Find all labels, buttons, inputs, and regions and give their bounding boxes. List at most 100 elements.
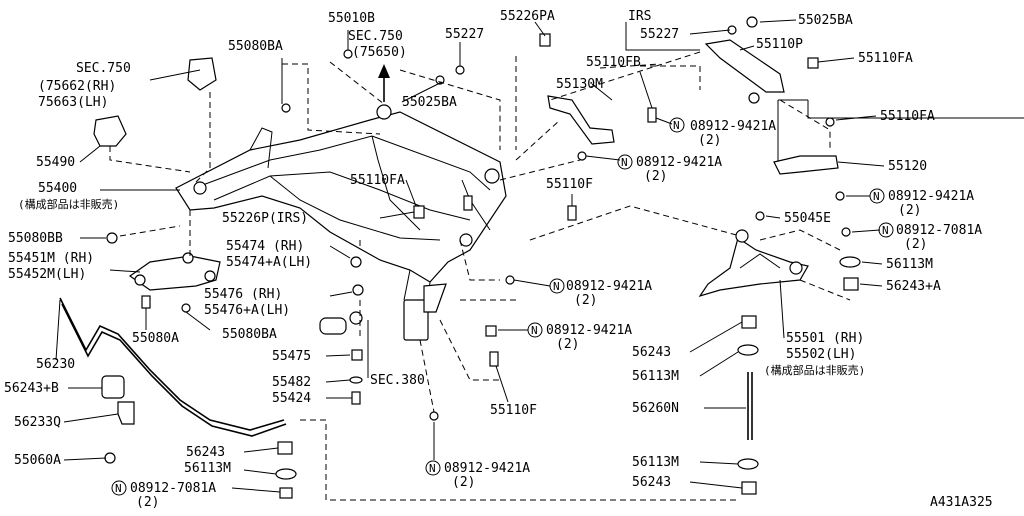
part-label-55080BA-top: 55080BA bbox=[228, 39, 283, 54]
n-marker-circle-icon bbox=[878, 222, 894, 238]
part-label-sec750b: SEC.750 bbox=[76, 61, 131, 76]
part-label-55120: 55120 bbox=[888, 159, 927, 174]
stabilizer-bar bbox=[59, 297, 287, 464]
part-label-56243-left: 56243 bbox=[186, 445, 225, 460]
n-marker-n5: N bbox=[549, 278, 565, 294]
n-marker-n7: N bbox=[425, 460, 441, 476]
part-label-55400: 55400 bbox=[38, 181, 77, 196]
part-label-56243B: 56243+B bbox=[4, 381, 59, 396]
n-marker-n4: N bbox=[878, 222, 894, 238]
part-label-55476: 55476 (RH) bbox=[204, 287, 282, 302]
n-marker-glyph: N bbox=[553, 280, 560, 293]
part-label-56260N: 56260N bbox=[632, 401, 679, 416]
part-label-75663: 75663(LH) bbox=[38, 95, 108, 110]
part-label-08912-7081A-right-q: (2) bbox=[904, 237, 927, 252]
part-label-56113M-r2: 56113M bbox=[632, 369, 679, 384]
n-marker-glyph: N bbox=[531, 324, 538, 337]
part-label-08912-9421A-6q: (2) bbox=[452, 475, 475, 490]
n-marker-circle-icon bbox=[527, 322, 543, 338]
part-label-55226P: 55226P(IRS) bbox=[222, 211, 308, 226]
part-label-56113M-r3: 56113M bbox=[632, 455, 679, 470]
n-marker-circle-icon bbox=[425, 460, 441, 476]
part-label-55490: 55490 bbox=[36, 155, 75, 170]
n-marker-glyph: N bbox=[873, 190, 880, 203]
part-label-55025BA-top: 55025BA bbox=[798, 13, 853, 28]
n-marker-glyph: N bbox=[882, 224, 889, 237]
n-marker-circle-icon bbox=[869, 188, 885, 204]
n-marker-glyph: N bbox=[621, 156, 628, 169]
part-label-08912-9421A-3q: (2) bbox=[898, 203, 921, 218]
part-label-55424: 55424 bbox=[272, 391, 311, 406]
n-marker-n6: N bbox=[527, 322, 543, 338]
n-marker-n8: N bbox=[111, 480, 127, 496]
n-marker-circle-icon bbox=[111, 480, 127, 496]
n-marker-circle-icon bbox=[549, 278, 565, 294]
part-label-55110FA-top: 55110FA bbox=[858, 51, 913, 66]
part-label-55110FB: 55110FB bbox=[586, 55, 641, 70]
n-marker-glyph: N bbox=[115, 482, 122, 495]
part-label-55502: 55502(LH) bbox=[786, 347, 856, 362]
part-label-75662: (75662(RH) bbox=[38, 79, 116, 94]
part-label-08912-9421A-2: 08912-9421A bbox=[636, 155, 722, 170]
n-marker-circle-icon bbox=[617, 154, 633, 170]
irs-bracket bbox=[625, 22, 1024, 170]
part-label-sec750a: SEC.750 bbox=[348, 29, 403, 44]
irs-label: IRS bbox=[628, 9, 651, 24]
reference-code: A431A325 bbox=[930, 495, 993, 510]
part-label-55110F-low: 55110F bbox=[490, 403, 537, 418]
part-label-56243-r2: 56243 bbox=[632, 475, 671, 490]
part-label-55226PA: 55226PA bbox=[500, 9, 555, 24]
part-label-55080BB: 55080BB bbox=[8, 231, 63, 246]
n-marker-n3: N bbox=[869, 188, 885, 204]
part-label-55110P: 55110P bbox=[756, 37, 803, 52]
part-label-55010B: 55010B bbox=[328, 11, 375, 26]
mount-bracket-left bbox=[93, 57, 217, 147]
part-label-56113M-left: 56113M bbox=[184, 461, 231, 476]
n-marker-group: N N N N N N N N bbox=[111, 117, 894, 496]
part-label-55060A: 55060A bbox=[14, 453, 61, 468]
n-marker-circle-icon bbox=[669, 117, 685, 133]
part-label-55025BA-mid: 55025BA bbox=[402, 95, 457, 110]
part-label-55227a: 55227 bbox=[445, 27, 484, 42]
part-label-56243-r1: 56243 bbox=[632, 345, 671, 360]
part-label-08912-9421A-5: 08912-9421A bbox=[546, 323, 632, 338]
arm-55120 bbox=[773, 155, 839, 175]
part-label-08912-9421A-1q: (2) bbox=[698, 133, 721, 148]
part-label-56233Q: 56233Q bbox=[14, 415, 61, 430]
fasteners bbox=[106, 25, 851, 421]
part-label-55080A: 55080A bbox=[132, 331, 179, 346]
part-label-08912-7081A-left-q: (2) bbox=[136, 495, 159, 510]
shock-stack-left bbox=[275, 311, 363, 499]
part-label-56230: 56230 bbox=[36, 357, 75, 372]
part-label-55475: 55475 bbox=[272, 349, 311, 364]
part-label-08912-9421A-3: 08912-9421A bbox=[888, 189, 974, 204]
n-marker-n1: N bbox=[669, 117, 685, 133]
part-label-55227b: 55227 bbox=[640, 27, 679, 42]
part-label-08912-9421A-1: 08912-9421A bbox=[690, 119, 776, 134]
part-label-08912-7081A-left: 08912-7081A bbox=[130, 481, 216, 496]
part-label-sec380: SEC.380 bbox=[370, 373, 425, 388]
part-label-55110FA-mid: 55110FA bbox=[350, 173, 405, 188]
part-label-08912-9421A-4: 08912-9421A bbox=[566, 279, 652, 294]
leader-lines bbox=[55, 19, 885, 493]
upper-arm-irs bbox=[704, 16, 785, 104]
part-label-08912-9421A-5q: (2) bbox=[556, 337, 579, 352]
part-label-55110FA-right: 55110FA bbox=[880, 109, 935, 124]
part-label-56243A: 56243+A bbox=[886, 279, 941, 294]
rear-link-55130m bbox=[547, 95, 615, 145]
part-label-55476A: 55476+A(LH) bbox=[204, 303, 290, 318]
part-label-sec750a-sub: (75650) bbox=[352, 45, 407, 60]
rear-subframe bbox=[175, 104, 507, 341]
part-label-55451M: 55451M (RH) bbox=[8, 251, 94, 266]
part-label-55501: 55501 (RH) bbox=[786, 331, 864, 346]
part-label-55474: 55474 (RH) bbox=[226, 239, 304, 254]
part-label-08912-9421A-4q: (2) bbox=[574, 293, 597, 308]
lateral-link-left bbox=[128, 252, 221, 291]
callout-labels: 55010BSEC.750(75650)55226PA5522755080BA5… bbox=[4, 9, 982, 510]
part-label-56113M-r1: 56113M bbox=[886, 257, 933, 272]
lower-arm-55501 bbox=[698, 229, 809, 298]
part-label-55501-note: (構成部品は非販売) bbox=[764, 363, 865, 377]
part-label-55130M: 55130M bbox=[556, 77, 603, 92]
